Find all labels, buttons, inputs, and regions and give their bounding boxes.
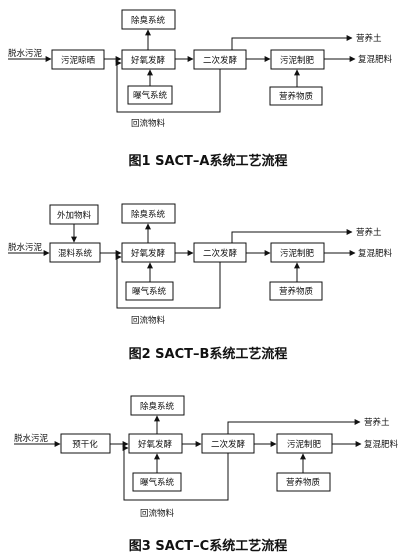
figure-caption: 图1 SACT–A系统工艺流程	[129, 153, 288, 169]
pre-label: 预干化	[72, 439, 98, 450]
second-label: 二次发酵	[211, 439, 246, 450]
odor-box	[121, 203, 176, 224]
odor-box	[121, 9, 176, 30]
ferment-label: 好氧发酵	[131, 248, 166, 259]
nutrient-label: 营养物质	[286, 477, 321, 488]
pre-label: 混料系统	[58, 248, 93, 259]
second-label: 二次发酵	[203, 248, 238, 259]
soil-output-label: 营养土	[356, 227, 382, 238]
figure-3: 脱水污泥 预干化 好氧发酵 除臭系统 曝气系统 二次发酵 回流物料 营养土 污泥…	[14, 395, 399, 553]
input-label: 脱水污泥	[8, 48, 43, 59]
soil-output-label: 营养土	[356, 33, 382, 44]
nutrient-label: 营养物质	[279, 286, 314, 297]
odor-label: 除臭系统	[131, 15, 166, 26]
ferment-label: 好氧发酵	[138, 439, 173, 450]
odor-label: 除臭系统	[131, 209, 166, 220]
soil-arrow	[227, 419, 361, 434]
nutrient-label: 营养物质	[279, 91, 314, 102]
input-label: 脱水污泥	[14, 433, 49, 444]
fert-label: 污泥制肥	[280, 55, 315, 66]
pre-label: 污泥晾晒	[61, 55, 96, 66]
recycle-label: 回流物料	[131, 118, 166, 129]
aeration-label: 曝气系统	[133, 90, 168, 101]
fert-label: 污泥制肥	[287, 439, 322, 450]
figure-caption: 图2 SACT–B系统工艺流程	[129, 346, 288, 362]
recycle-label: 回流物料	[140, 508, 175, 519]
fert-output-label: 复混肥料	[358, 54, 393, 65]
ferment-label: 好氧发酵	[131, 55, 166, 66]
recycle-label: 回流物料	[131, 315, 166, 326]
recycle-arrow	[122, 445, 229, 501]
figure-2: 外加物料 脱水污泥 混料系统 好氧发酵 除臭系统 曝气系统 二次发酵 回流物料 …	[8, 203, 393, 362]
aeration-label: 曝气系统	[132, 286, 167, 297]
odor-label: 除臭系统	[140, 401, 175, 412]
recycle-arrow	[115, 254, 221, 309]
input-label: 脱水污泥	[8, 242, 43, 253]
nutrient-box	[269, 281, 323, 301]
odor-box	[130, 395, 185, 416]
soil-output-label: 营养土	[364, 417, 390, 428]
figure-caption: 图3 SACT–C系统工艺流程	[129, 538, 287, 553]
aeration-label: 曝气系统	[140, 477, 175, 488]
fert-output-label: 复混肥料	[364, 439, 399, 450]
extra-label: 外加物料	[57, 210, 92, 221]
second-label: 二次发酵	[203, 55, 238, 66]
recycle-arrow	[115, 60, 221, 113]
figure-1: 脱水污泥 污泥晾晒 好氧发酵 除臭系统 曝气系统 二次发酵 回流物料 营养土 污…	[8, 9, 393, 169]
soil-arrow	[231, 229, 353, 243]
soil-arrow	[231, 35, 353, 50]
nutrient-box	[269, 86, 323, 106]
fert-label: 污泥制肥	[280, 248, 315, 259]
fert-output-label: 复混肥料	[358, 248, 393, 259]
